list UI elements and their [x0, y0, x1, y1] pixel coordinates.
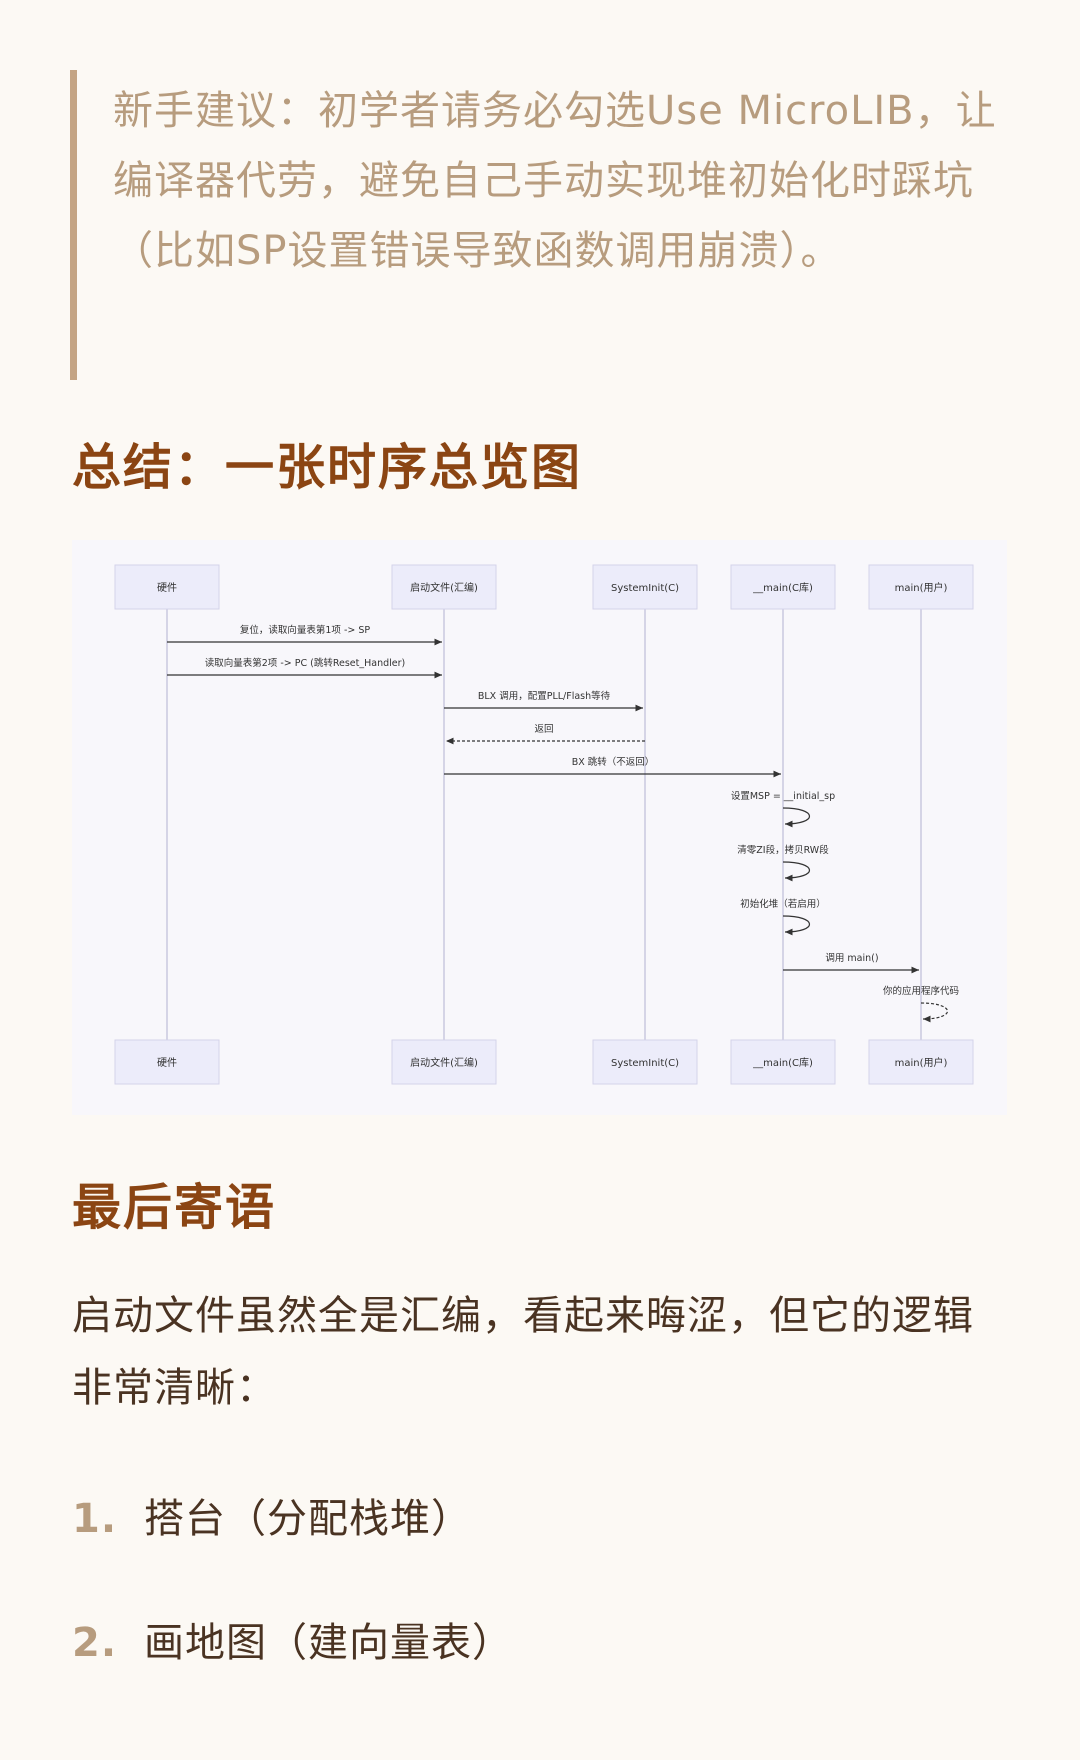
- tip-text: 新手建议：初学者请务必勾选Use MicroLIB，让编译器代劳，避免自己手动实…: [113, 88, 997, 274]
- message-5: BX 跳转（不返回）: [444, 756, 781, 778]
- svg-text:__main(C库): __main(C库): [752, 1056, 813, 1069]
- participant-bottom-systeminit: SystemInit(C): [592, 1039, 698, 1085]
- sequence-diagram-svg: 硬件 启动文件(汇编) SystemInit(C) __main(C库) mai…: [114, 564, 974, 1085]
- message-1: 复位，读取向量表第1项 -> SP: [167, 624, 442, 646]
- svg-text:设置MSP = __initial_sp: 设置MSP = __initial_sp: [731, 791, 835, 802]
- svg-text:初始化堆（若启用）: 初始化堆（若启用）: [740, 898, 826, 910]
- svg-text:__main(C库): __main(C库): [752, 581, 813, 594]
- svg-text:main(用户): main(用户): [895, 1056, 948, 1069]
- svg-text:SystemInit(C): SystemInit(C): [611, 1058, 679, 1069]
- participant-bottom-hardware: 硬件: [114, 1039, 220, 1085]
- participant-top-startup: 启动文件(汇编): [391, 564, 497, 610]
- list-item: 2. 画地图（建向量表）: [72, 1610, 513, 1668]
- message-4-return: 返回: [446, 723, 645, 745]
- participant-top-main-clib: __main(C库): [730, 564, 836, 610]
- final-paragraph: 启动文件虽然全是汇编，看起来晦涩，但它的逻辑非常清晰：: [72, 1293, 974, 1411]
- list-number: 1.: [72, 1496, 118, 1542]
- summary-heading: 总结：一张时序总览图: [72, 439, 583, 496]
- message-2: 读取向量表第2项 -> PC (跳转Reset_Handler): [167, 657, 442, 679]
- list-number: 2.: [72, 1620, 118, 1666]
- tip-quote-block: 新手建议：初学者请务必勾选Use MicroLIB，让编译器代劳，避免自己手动实…: [70, 70, 1010, 380]
- svg-text:main(用户): main(用户): [895, 581, 948, 594]
- svg-text:调用 main(): 调用 main(): [825, 953, 878, 964]
- svg-text:返回: 返回: [534, 723, 553, 735]
- list-item: 1. 搭台（分配栈堆）: [72, 1486, 472, 1544]
- message-10-self-dashed: 你的应用程序代码: [883, 985, 959, 1023]
- sequence-diagram: 硬件 启动文件(汇编) SystemInit(C) __main(C库) mai…: [72, 540, 1007, 1115]
- svg-text:硬件: 硬件: [157, 582, 177, 594]
- svg-text:启动文件(汇编): 启动文件(汇编): [410, 581, 478, 594]
- svg-text:复位，读取向量表第1项 -> SP: 复位，读取向量表第1项 -> SP: [240, 624, 371, 636]
- svg-text:清零ZI段，拷贝RW段: 清零ZI段，拷贝RW段: [737, 844, 829, 856]
- svg-text:启动文件(汇编): 启动文件(汇编): [410, 1056, 478, 1069]
- participant-top-main-user: main(用户): [868, 564, 974, 610]
- final-heading: 最后寄语: [72, 1179, 277, 1236]
- message-3: BLX 调用，配置PLL/Flash等待: [444, 690, 643, 712]
- svg-text:SystemInit(C): SystemInit(C): [611, 583, 679, 594]
- list-item-text: 画地图（建向量表）: [144, 1620, 513, 1666]
- svg-text:你的应用程序代码: 你的应用程序代码: [883, 985, 959, 997]
- message-8-self: 初始化堆（若启用）: [740, 898, 826, 936]
- message-6-self: 设置MSP = __initial_sp: [731, 791, 835, 828]
- svg-text:BLX 调用，配置PLL/Flash等待: BLX 调用，配置PLL/Flash等待: [478, 690, 611, 702]
- participant-top-hardware: 硬件: [114, 564, 220, 610]
- participant-bottom-main-user: main(用户): [868, 1039, 974, 1085]
- message-9: 调用 main(): [783, 953, 919, 974]
- message-7-self: 清零ZI段，拷贝RW段: [737, 844, 829, 882]
- svg-text:读取向量表第2项 -> PC (跳转Reset_Handle: 读取向量表第2项 -> PC (跳转Reset_Handler): [205, 657, 405, 669]
- participant-bottom-startup: 启动文件(汇编): [391, 1039, 497, 1085]
- list-item-text: 搭台（分配栈堆）: [144, 1496, 472, 1542]
- svg-text:硬件: 硬件: [157, 1057, 177, 1069]
- participant-top-systeminit: SystemInit(C): [592, 564, 698, 610]
- svg-text:BX 跳转（不返回）: BX 跳转（不返回）: [572, 756, 655, 768]
- participant-bottom-main-clib: __main(C库): [730, 1039, 836, 1085]
